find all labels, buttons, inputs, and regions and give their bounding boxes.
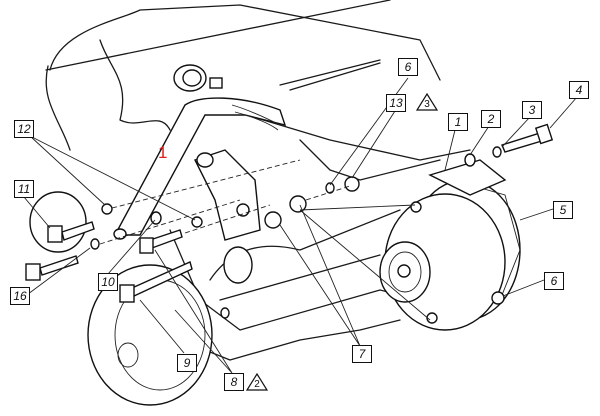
callout-6-top: 6 [398, 58, 418, 76]
callout-11: 11 [14, 180, 34, 198]
leader-lines [19, 77, 578, 374]
callout-8: 8 [224, 373, 244, 391]
highlight-marker: 1 [158, 143, 168, 162]
callout-5: 5 [553, 201, 573, 219]
callout-13: 13 [386, 94, 406, 112]
triangle-label: 3 [424, 99, 430, 110]
engine-block [45, 0, 471, 361]
callout-4: 4 [569, 81, 589, 99]
callout-3: 3 [522, 101, 542, 119]
callout-16: 16 [10, 287, 30, 305]
hardware [25, 123, 554, 305]
mounting-bracket [194, 149, 261, 241]
callout-6-right: 6 [544, 272, 564, 290]
revision-triangle-2: 2 [246, 373, 268, 391]
revision-triangle-3: 3 [416, 93, 438, 111]
thermostat-housing [173, 64, 223, 92]
callout-1: 1 [448, 113, 468, 131]
callout-10: 10 [98, 273, 118, 291]
callout-9: 9 [177, 354, 197, 372]
callout-2: 2 [481, 110, 501, 128]
callout-12: 12 [14, 120, 34, 138]
callout-7: 7 [352, 345, 372, 363]
water-pump-pulley [29, 191, 87, 253]
alternator [379, 159, 521, 331]
triangle-label: 2 [254, 379, 260, 390]
